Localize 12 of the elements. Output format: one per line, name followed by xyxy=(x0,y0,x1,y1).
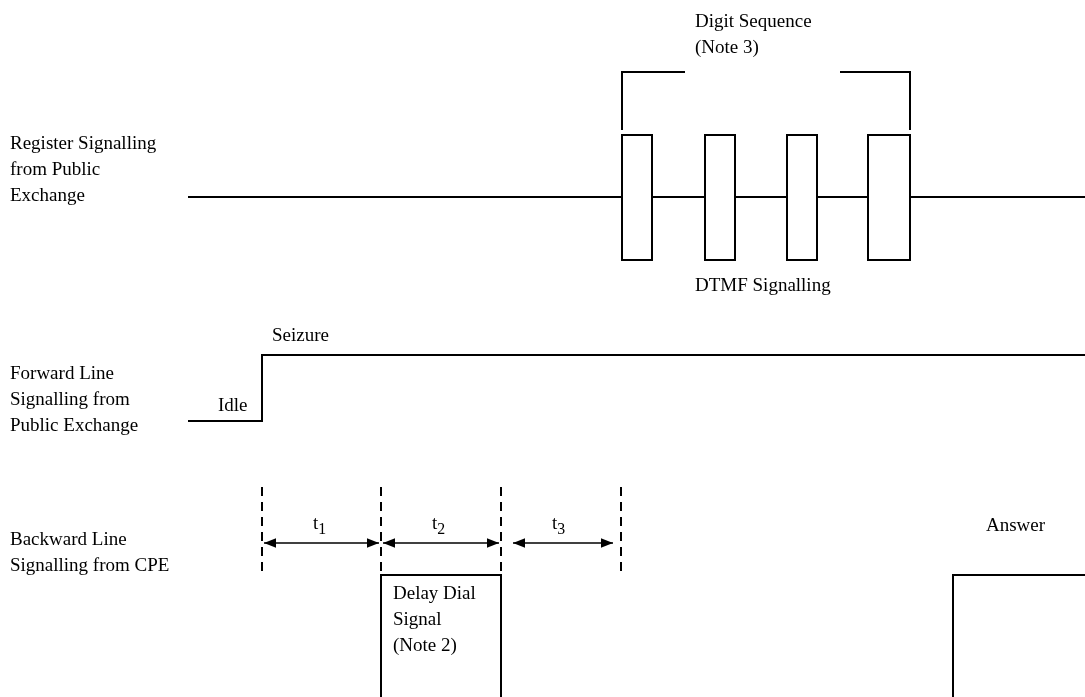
signal-label: DTMF Signalling xyxy=(695,273,832,297)
signal-label: Delay Dial Signal (Note 2) xyxy=(393,581,477,657)
row-label: Forward Line Signalling from Public Exchange xyxy=(10,361,140,437)
interval-label: t$_{2}$ xyxy=(432,511,447,539)
row-label: Register Signalling from Public Exchange xyxy=(10,131,158,207)
state-label: Idle xyxy=(218,393,249,417)
interval-label: t$_{3}$ xyxy=(552,511,567,539)
state-label: Answer xyxy=(986,513,1047,537)
interval-label: t$_{1}$ xyxy=(313,511,328,539)
state-label: Seizure xyxy=(272,323,330,347)
row-label: Backward Line Signalling from CPE xyxy=(10,527,170,577)
heading-text: Digit Sequence (Note 3) xyxy=(695,9,813,59)
